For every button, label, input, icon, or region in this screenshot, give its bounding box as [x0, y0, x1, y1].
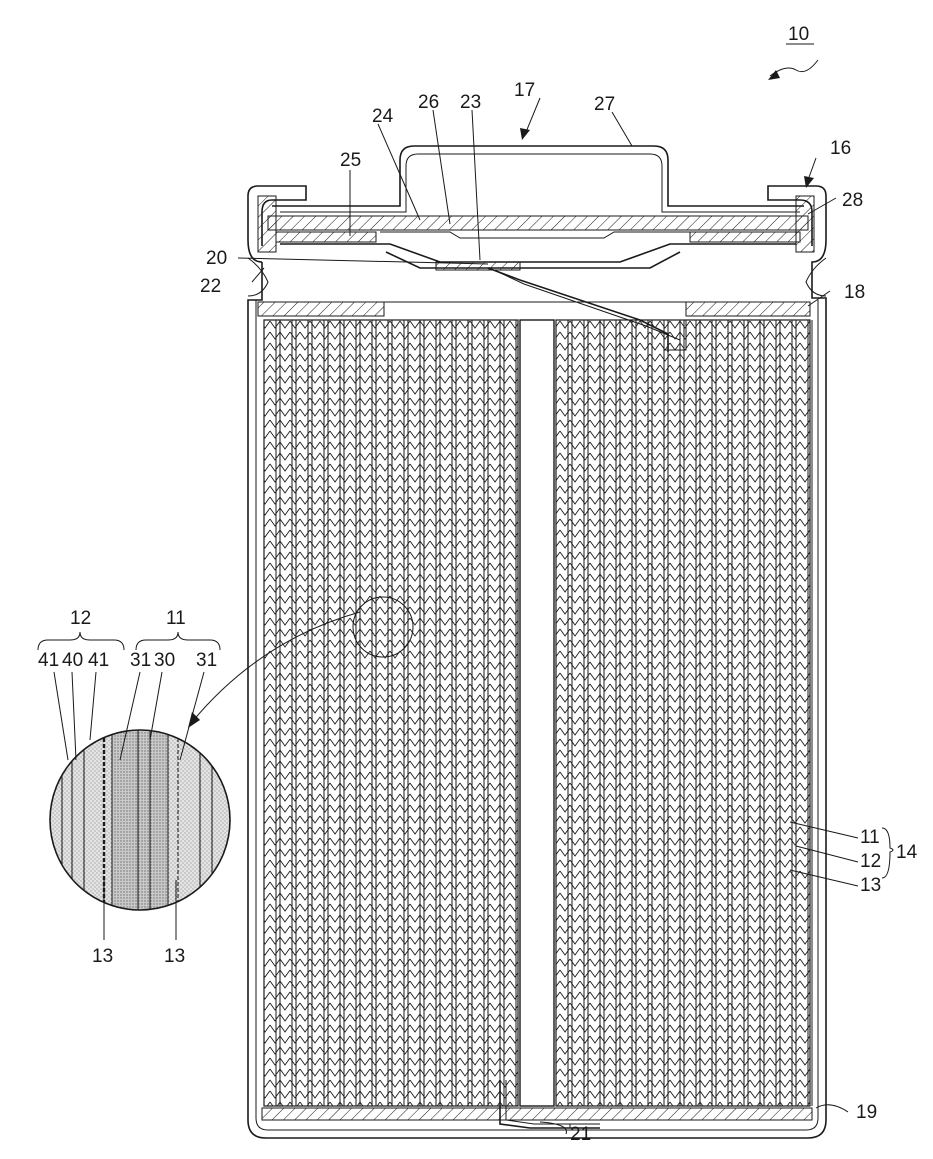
- lower-vent: [280, 244, 796, 262]
- label-detail-41b: 41: [88, 650, 109, 671]
- label-detail-31a: 31: [130, 650, 151, 671]
- label-12-assembly: 12: [860, 851, 881, 872]
- lower-insulating-plate: [262, 1108, 812, 1120]
- label-19: 19: [856, 1102, 877, 1123]
- label-26: 26: [418, 92, 439, 113]
- label-detail-41a: 41: [38, 650, 59, 671]
- label-13-assembly: 13: [860, 875, 881, 896]
- electrode-assembly: [264, 320, 812, 1106]
- label-20: 20: [206, 248, 227, 269]
- label-detail-11: 11: [166, 608, 186, 629]
- label-detail-30: 30: [154, 650, 175, 671]
- label-25: 25: [340, 150, 361, 171]
- label-28: 28: [842, 190, 863, 211]
- sealing-plate: [268, 216, 808, 230]
- label-22: 22: [200, 276, 221, 297]
- label-18: 18: [844, 282, 865, 303]
- label-detail-13b: 13: [164, 946, 185, 967]
- label-21: 21: [570, 1124, 591, 1145]
- label-detail-31b: 31: [196, 650, 217, 671]
- gasket-right: [796, 196, 814, 252]
- label-24: 24: [372, 106, 394, 127]
- insulating-member: [276, 232, 376, 242]
- upper-insulating-plate: [258, 302, 810, 316]
- label-10: 10: [788, 24, 809, 45]
- label-17: 17: [514, 80, 535, 101]
- label-detail-40: 40: [62, 650, 83, 671]
- label-detail-13a: 13: [92, 946, 113, 967]
- gasket-left: [258, 196, 276, 252]
- label-14: 14: [896, 842, 918, 863]
- label-11-assembly: 11: [860, 827, 880, 848]
- detail-magnified-view: [40, 720, 240, 920]
- label-27: 27: [594, 94, 615, 115]
- label-detail-12: 12: [70, 608, 91, 629]
- label-23: 23: [460, 92, 481, 113]
- center-hole: [520, 320, 554, 1106]
- label-16: 16: [830, 138, 851, 159]
